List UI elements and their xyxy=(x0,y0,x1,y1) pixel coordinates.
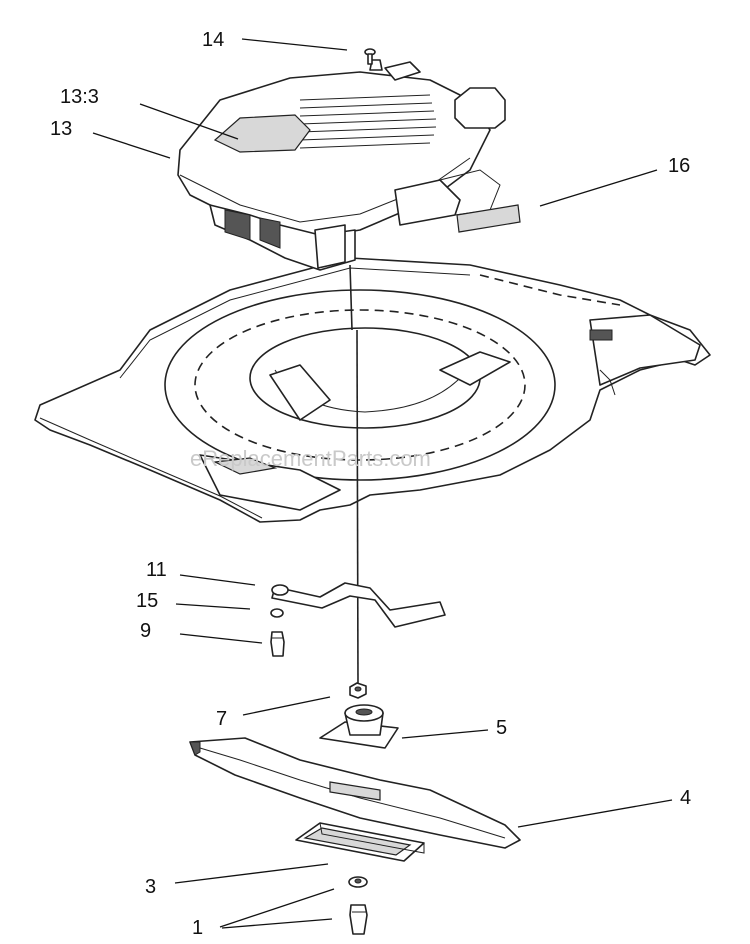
callout-1: 1 xyxy=(192,888,335,939)
blade-part-4 xyxy=(189,737,521,849)
washer-part-15 xyxy=(270,608,284,618)
callout-label: 5 xyxy=(496,717,507,739)
engine-decal xyxy=(213,114,311,153)
nut-part-7 xyxy=(349,682,367,699)
callout-label: 15 xyxy=(136,590,158,612)
callout-label: 14 xyxy=(202,29,224,51)
callout-11: 11 xyxy=(146,559,256,586)
callout-label: 9 xyxy=(140,620,151,642)
callout-label: 13 xyxy=(50,118,72,140)
callout-14: 14 xyxy=(202,29,348,51)
callout-label: 4 xyxy=(680,787,691,809)
callout-label: 11 xyxy=(146,559,167,581)
hardware-part-1 xyxy=(348,876,368,935)
callout-label: 1 xyxy=(192,917,203,939)
baffle-bracket-part-11 xyxy=(271,582,446,628)
engine-assembly xyxy=(177,59,506,331)
blade-adapter-part-5 xyxy=(319,704,399,749)
callout-16: 16 xyxy=(539,155,690,207)
callout-4: 4 xyxy=(517,787,691,828)
screw-part-14 xyxy=(364,48,376,65)
callout-7: 7 xyxy=(216,696,331,730)
callout-9: 9 xyxy=(140,620,263,644)
cooling-fins xyxy=(299,94,437,149)
callout-label: 16 xyxy=(668,155,690,177)
callout-13-3: 13:3 xyxy=(60,86,239,140)
decal-part-16 xyxy=(456,204,521,233)
callout-13: 13 xyxy=(50,118,171,159)
callout-label: 3 xyxy=(145,876,156,898)
callout-label: 7 xyxy=(216,708,227,730)
bolt-part-9 xyxy=(270,631,285,657)
callout-5: 5 xyxy=(401,717,507,739)
callout-3: 3 xyxy=(145,863,329,898)
mower-deck xyxy=(34,257,711,523)
callout-label: 13:3 xyxy=(60,86,99,108)
blade-axis-line xyxy=(356,329,359,686)
blade-stiffener-part-3 xyxy=(295,822,425,862)
callout-15: 15 xyxy=(136,590,251,612)
watermark-text: eReplacementParts.com xyxy=(190,446,431,471)
